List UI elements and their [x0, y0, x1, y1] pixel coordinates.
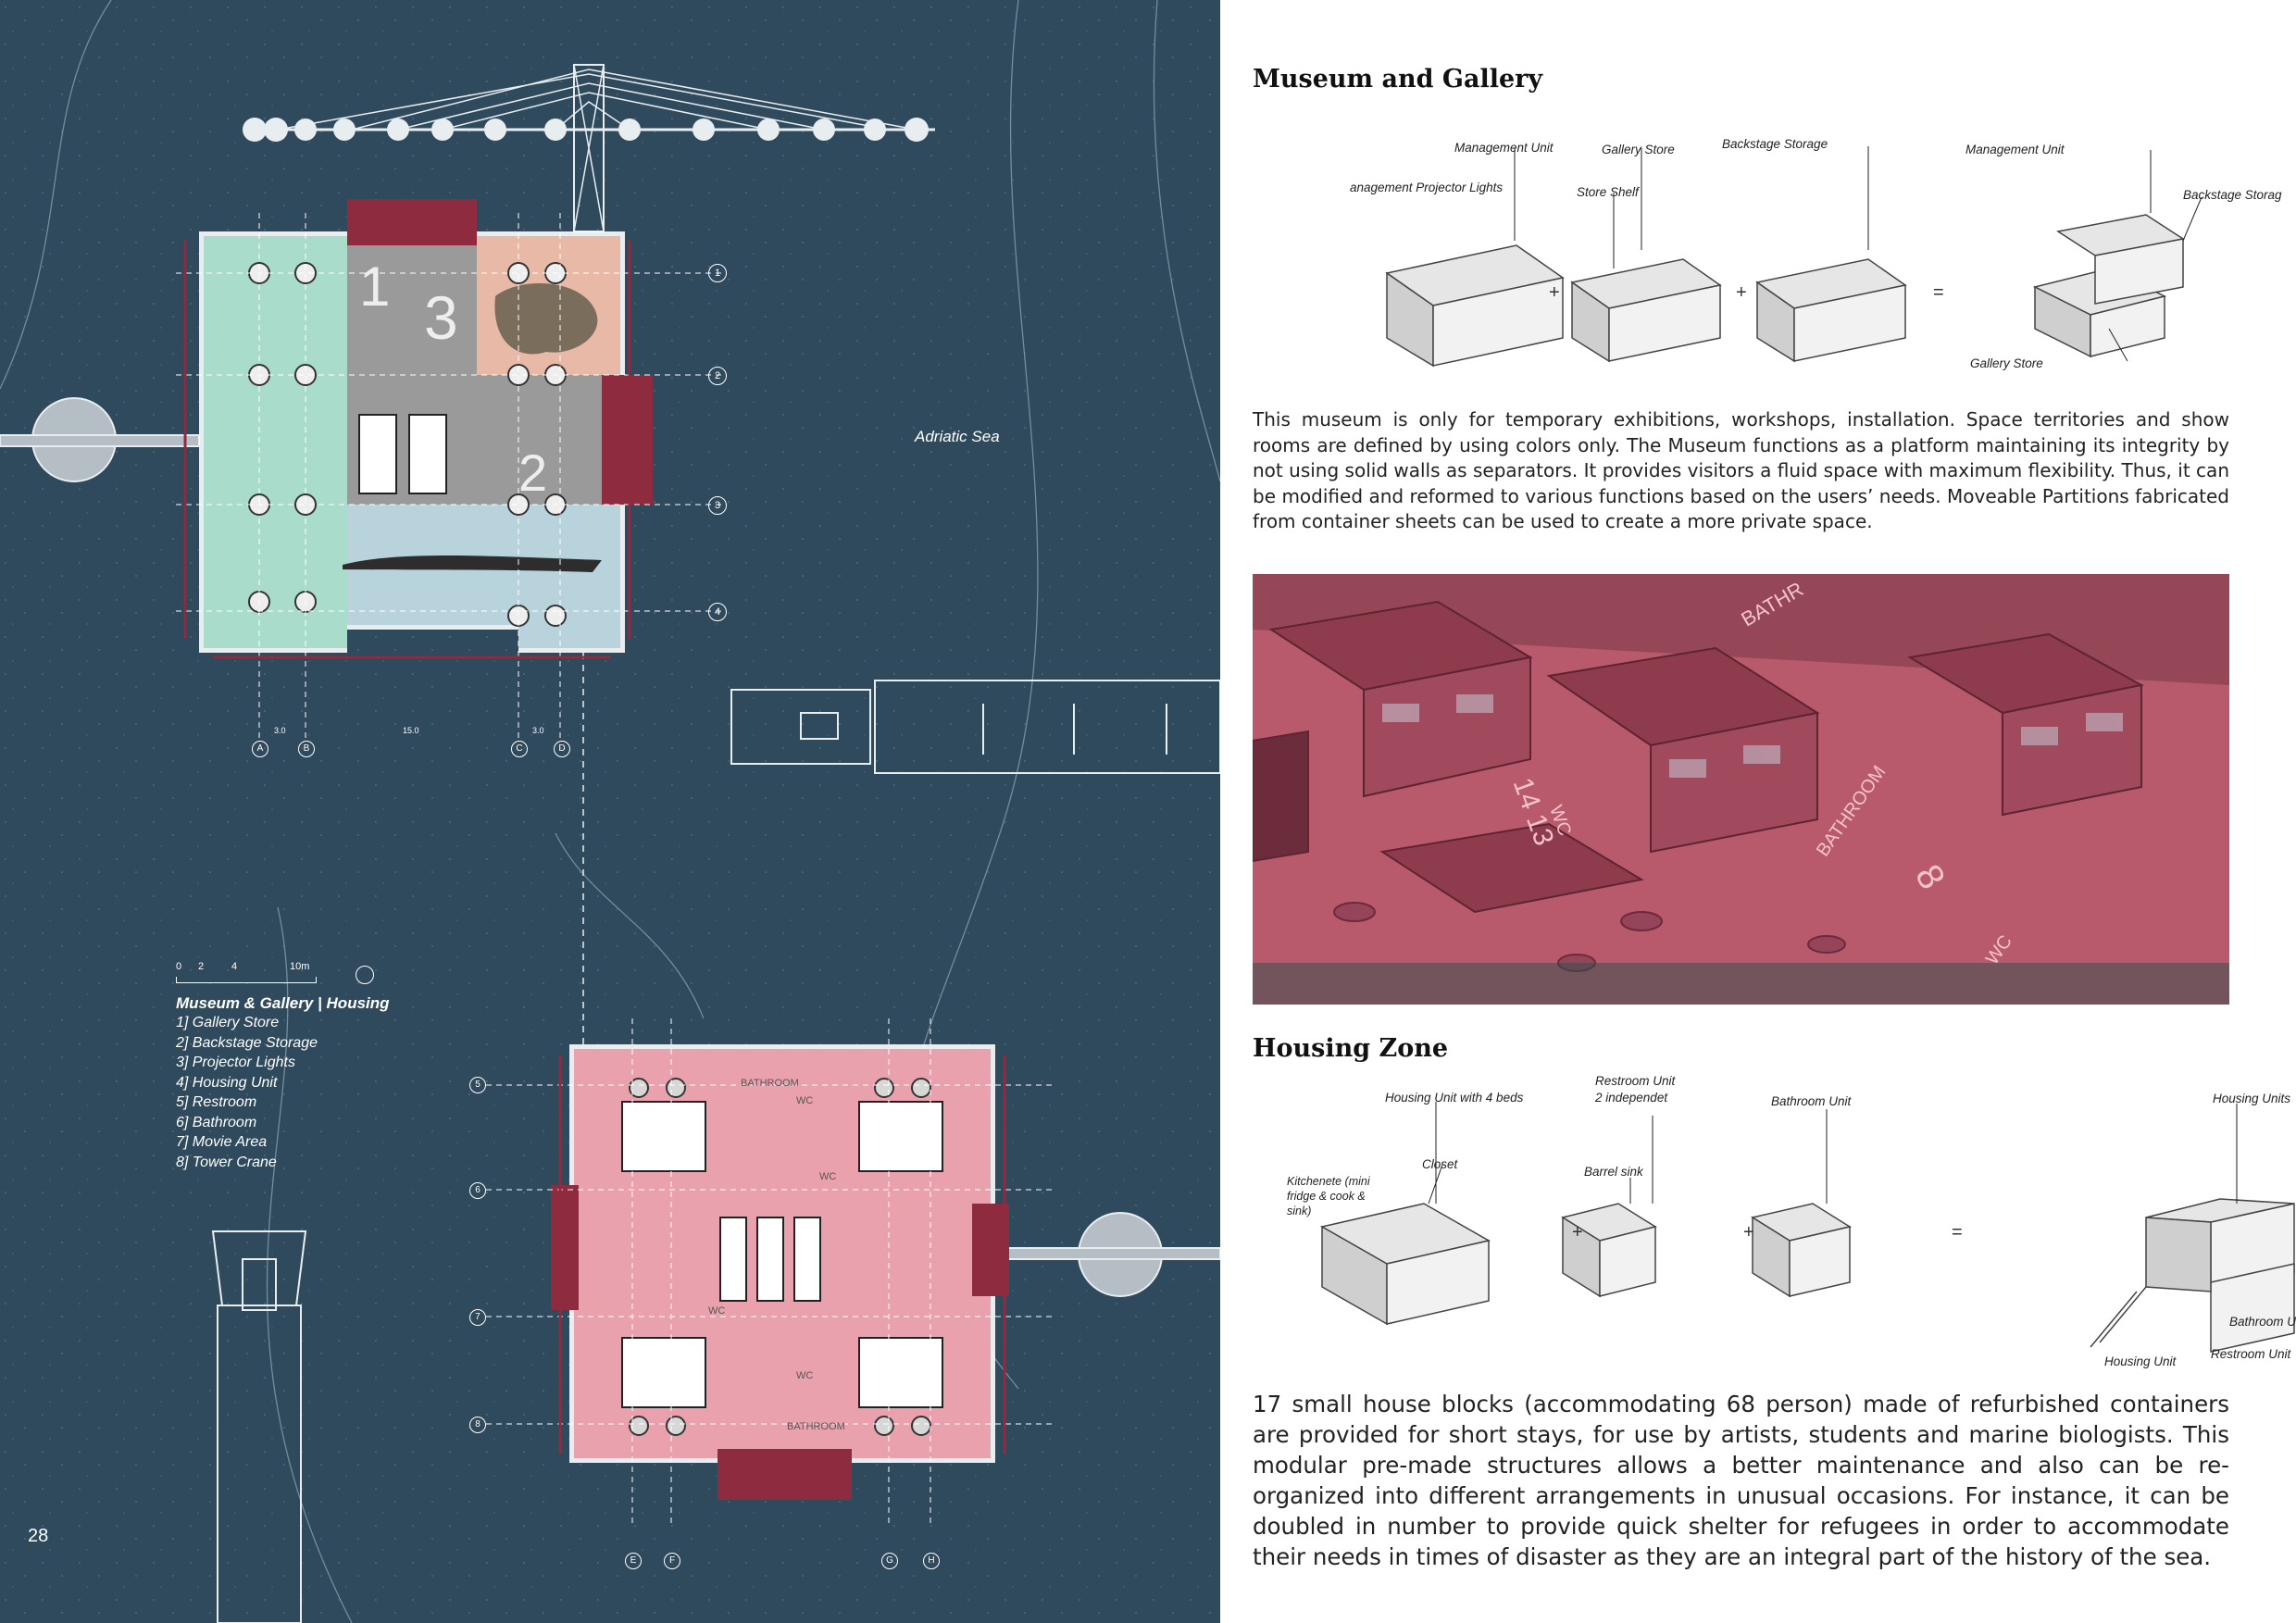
render-illustration — [1253, 574, 2229, 1005]
plus-operator: + — [1572, 1222, 1583, 1242]
museum-assembly-diagram: Management Unit anagement Projector Ligh… — [1220, 130, 2296, 389]
zone-number-1: 1 — [359, 256, 391, 318]
legend-item: 5] Restroom — [176, 1094, 257, 1110]
housing-section-title: Housing Zone — [1253, 1034, 1449, 1063]
north-arrow-icon — [356, 966, 374, 984]
equals-operator: = — [1933, 282, 1944, 303]
legend-item: 7] Movie Area — [176, 1134, 268, 1150]
grid-row-5: 5 — [469, 1077, 486, 1093]
housing-label-wc-4: WC — [796, 1370, 814, 1381]
site-plan-drawing — [0, 0, 1220, 1623]
legend-item: 3] Projector Lights — [176, 1055, 295, 1070]
museum-section-title: Museum and Gallery — [1253, 65, 1543, 94]
diag-label-bathroom-unit: Bathroom Unit — [1771, 1094, 1852, 1108]
grid-row-8: 8 — [469, 1417, 486, 1433]
legend-item: 6] Bathroom — [176, 1114, 257, 1130]
diag-label-restroom-unit: Restroom Unit — [1595, 1074, 1676, 1088]
housing-label-wc-2: WC — [819, 1171, 837, 1182]
mooring-right — [962, 1212, 1220, 1297]
housing-label-wc-1: WC — [796, 1095, 814, 1106]
plus-operator: + — [1743, 1222, 1754, 1242]
mooring-left — [0, 397, 200, 482]
dim-middle: 15.0 — [403, 726, 419, 735]
dim-right: 3.0 — [532, 726, 544, 735]
grid-col-g: G — [881, 1553, 898, 1569]
sea-label: Adriatic Sea — [915, 428, 1000, 445]
diag-label-result-restroom: Restroom Unit — [2211, 1347, 2291, 1361]
grid-row-4: 4 — [708, 603, 727, 621]
zone-number-2: 2 — [518, 443, 548, 502]
tower-crane — [243, 64, 935, 232]
diag-label-restroom-unit-sub: 2 independet — [1595, 1091, 1668, 1105]
diag-label-result-housing: Housing Unit — [2104, 1355, 2177, 1368]
diag-label-barrel-sink: Barrel sink — [1584, 1165, 1643, 1179]
housing-paragraph: 17 small house blocks (accommodating 68 … — [1253, 1391, 2229, 1570]
diag-label-closet: Closet — [1422, 1157, 1458, 1171]
grid-col-h: H — [923, 1553, 940, 1569]
equals-operator: = — [1952, 1222, 1963, 1242]
grid-col-a: A — [252, 741, 268, 757]
legend-item: 2] Backstage Storage — [176, 1034, 318, 1051]
diag-label-result-bathroom: Bathroom Uni — [2229, 1315, 2296, 1329]
plan-legend: Museum & Gallery | Housing 1] Gallery St… — [176, 963, 390, 1172]
grid-col-e: E — [625, 1553, 642, 1569]
scale-tick-4: 4 — [231, 961, 238, 972]
scale-tick-2: 2 — [198, 961, 205, 972]
legend-item: 8] Tower Crane — [176, 1154, 277, 1170]
museum-paragraph: This museum is only for temporary exhibi… — [1253, 408, 2229, 532]
grid-row-7: 7 — [469, 1309, 486, 1326]
diag-label-backstage-storage: Backstage Storage — [1722, 137, 1828, 151]
diag-label-projector-lights: anagement Projector Lights — [1350, 181, 1504, 194]
housing-container-drawings — [1319, 1102, 2295, 1353]
housing-assembly-diagram: Housing Unit with 4 beds Closet Kitchene… — [1220, 1065, 2296, 1380]
grid-row-3: 3 — [708, 496, 727, 515]
ship-left — [211, 1230, 307, 1623]
housing-render-image: BATHR WC 14 13 BATHROOM 8 WC — [1253, 574, 2229, 1005]
diag-label-kitchenete: Kitchenete (mini fridge & cook & sink) — [1287, 1175, 1370, 1217]
text-panel: Museum and Gallery — [1220, 0, 2296, 1623]
dim-left: 3.0 — [274, 726, 286, 735]
grid-col-b: B — [298, 741, 315, 757]
grid-row-1: 1 — [708, 264, 727, 282]
plus-operator: + — [1736, 282, 1747, 303]
housing-label-bathroom-top: BATHROOM — [741, 1078, 799, 1089]
grid-col-c: C — [511, 741, 528, 757]
grid-col-d: D — [554, 741, 570, 757]
grid-col-f: F — [664, 1553, 680, 1569]
grid-row-6: 6 — [469, 1182, 486, 1199]
ship-right — [730, 680, 1220, 774]
diag-label-housing-unit: Housing Unit with 4 beds — [1385, 1091, 1524, 1105]
diag-label-management-unit: Management Unit — [1454, 141, 1554, 155]
diag-label-housing-units: Housing Units — [2213, 1092, 2291, 1105]
diag-label-store-shelf: Store Shelf — [1577, 185, 1639, 199]
housing-label-bathroom-bottom: BATHROOM — [787, 1421, 845, 1432]
diag-label-result-gallery: Gallery Store — [1970, 356, 2043, 370]
page-number: 28 — [28, 1526, 49, 1546]
legend-title: Museum & Gallery | Housing — [176, 994, 390, 1012]
museum-container-drawings — [1385, 146, 2202, 368]
housing-label-wc-3: WC — [708, 1305, 726, 1317]
scale-tick-10m: 10m — [290, 961, 310, 972]
legend-item: 4] Housing Unit — [176, 1074, 278, 1091]
zone-number-3: 3 — [424, 283, 458, 352]
museum-platform — [176, 199, 722, 741]
legend-item: 1] Gallery Store — [176, 1015, 280, 1030]
diag-label-result-backstage: Backstage Storag — [2183, 188, 2282, 202]
scale-tick-0: 0 — [176, 961, 182, 972]
grid-row-2: 2 — [708, 367, 727, 385]
plus-operator: + — [1549, 282, 1560, 303]
site-plan-panel: 1 3 2 1 2 3 4 A B C D 3.0 15.0 3.0 5 6 7… — [0, 0, 1220, 1623]
diag-label-gallery-store: Gallery Store — [1602, 143, 1675, 156]
diag-label-result-management: Management Unit — [1965, 143, 2065, 156]
housing-platform — [486, 1018, 1055, 1528]
